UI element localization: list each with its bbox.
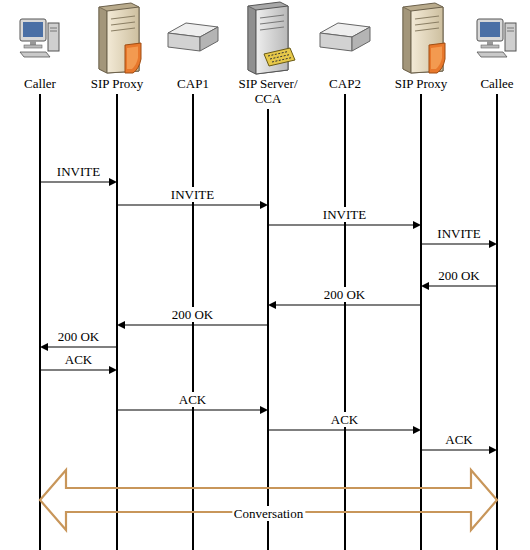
arrow-head xyxy=(260,201,268,209)
pc-icon xyxy=(5,0,75,76)
lifeline xyxy=(420,94,422,550)
message-arrow xyxy=(268,426,421,434)
arrow-head xyxy=(40,343,48,351)
participant-label: Caller xyxy=(5,76,75,91)
arrow-head xyxy=(413,426,421,434)
participant: Caller xyxy=(5,0,75,91)
lifeline xyxy=(344,94,346,550)
arrow-head xyxy=(413,221,421,229)
message-arrow xyxy=(117,201,268,209)
arrow-head xyxy=(117,321,125,329)
message-label: INVITE xyxy=(169,187,216,202)
arrow-head xyxy=(260,406,268,414)
message-label: 200 OK xyxy=(170,307,216,322)
message-arrow xyxy=(117,321,268,329)
participant-label: CAP2 xyxy=(310,76,380,91)
message-label: INVITE xyxy=(435,226,482,241)
participant: Callee xyxy=(462,0,530,91)
participant-label: Callee xyxy=(462,76,530,91)
message-label: INVITE xyxy=(321,207,368,222)
message-label: ACK xyxy=(329,412,360,427)
message-arrow xyxy=(268,301,421,309)
message-label: ACK xyxy=(177,392,208,407)
lifeline xyxy=(496,94,498,550)
proxy-icon xyxy=(82,0,152,76)
message-arrow xyxy=(40,366,117,374)
message-label: ACK xyxy=(443,432,474,447)
cap-icon xyxy=(310,0,380,76)
message-label: INVITE xyxy=(55,164,102,179)
message-arrow xyxy=(117,406,268,414)
message-label: ACK xyxy=(63,352,94,367)
message-arrow xyxy=(421,240,497,248)
message-label: 200 OK xyxy=(56,329,102,344)
arrow-head xyxy=(489,240,497,248)
message-arrow xyxy=(421,282,497,290)
arrow-head xyxy=(109,366,117,374)
arrow-head xyxy=(109,178,117,186)
arrow-head xyxy=(421,282,429,290)
message-arrow xyxy=(40,343,117,351)
lifeline xyxy=(39,94,41,550)
message-label: 200 OK xyxy=(436,268,482,283)
lifeline xyxy=(116,94,118,550)
participant-label: SIP Proxy xyxy=(82,76,152,91)
message-arrow xyxy=(421,446,497,454)
server-icon xyxy=(233,0,303,76)
cap-icon xyxy=(158,0,228,76)
participant: SIP Proxy xyxy=(386,0,456,91)
message-arrow xyxy=(268,221,421,229)
participant-label: CAP1 xyxy=(158,76,228,91)
conversation-label: Conversation xyxy=(232,506,305,521)
pc-icon xyxy=(462,0,530,76)
arrow-head xyxy=(268,301,276,309)
arrow-head xyxy=(489,446,497,454)
participant: SIP Server/ CCA xyxy=(233,0,303,106)
message-label: 200 OK xyxy=(322,287,368,302)
participant: CAP1 xyxy=(158,0,228,91)
proxy-icon xyxy=(386,0,456,76)
lifeline xyxy=(267,109,269,550)
conversation-arrow xyxy=(40,470,497,530)
participant-label: SIP Proxy xyxy=(386,76,456,91)
message-arrow xyxy=(40,178,117,186)
lifeline xyxy=(192,94,194,550)
participant: CAP2 xyxy=(310,0,380,91)
participant: SIP Proxy xyxy=(82,0,152,91)
participant-label: SIP Server/ CCA xyxy=(233,76,303,106)
